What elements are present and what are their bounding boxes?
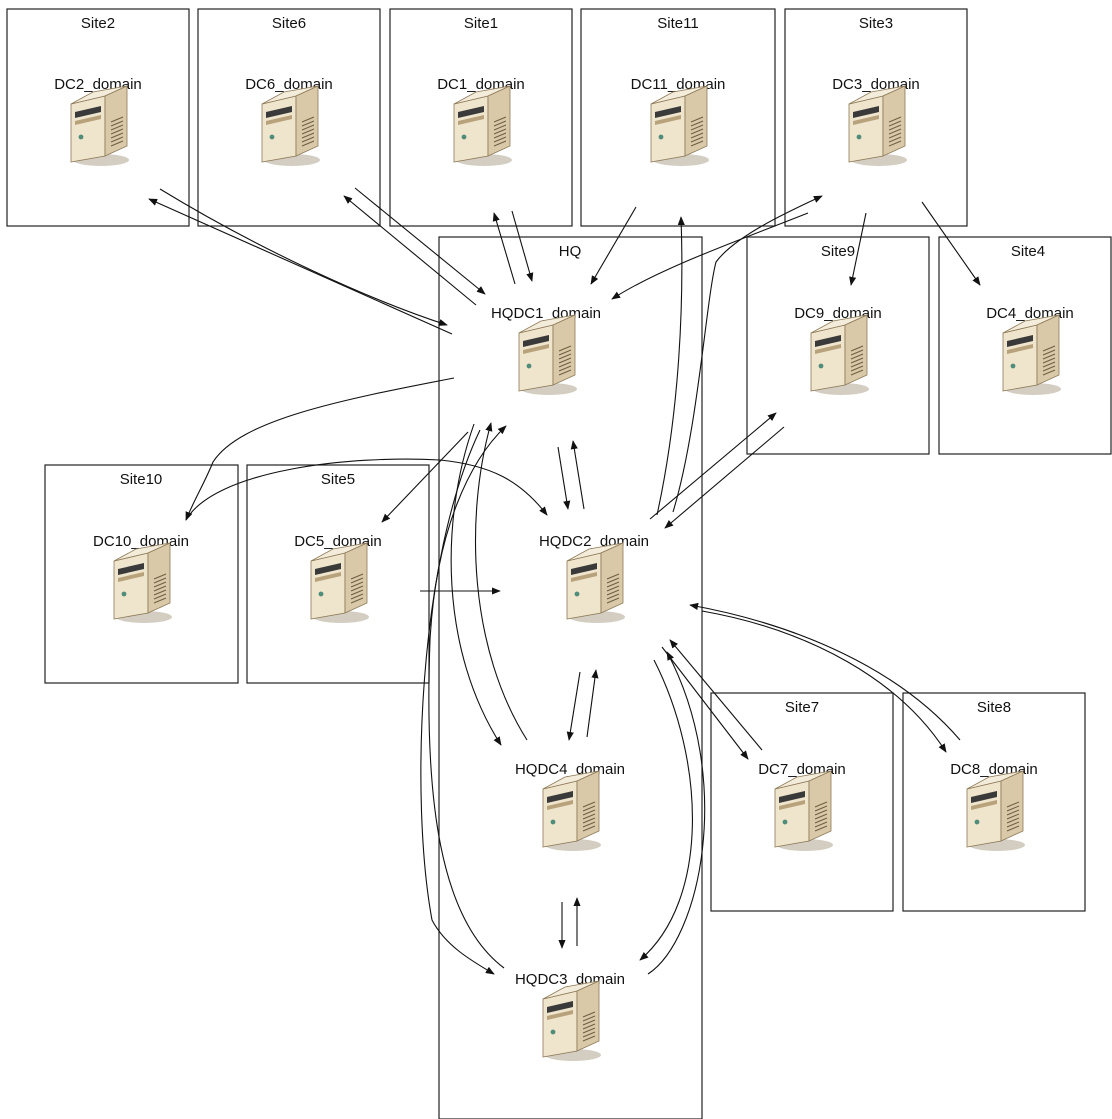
- dc-label-hqdc3: HQDC3_domain: [515, 971, 625, 988]
- connection-dc1-to-hqdc1: [511, 210, 534, 282]
- connection-hqdc3-to-hqdc1: [428, 425, 507, 969]
- connection-dc6-to-hqdc1: [354, 187, 486, 295]
- connection-hqdc2-to-dc8: [701, 610, 947, 753]
- connection-hqdc2-to-dc11: [656, 216, 685, 516]
- dc-label-dc5: DC5_domain: [294, 533, 382, 550]
- connection-hqdc1-to-hqdc2: [557, 446, 571, 510]
- connection-dc10-to-hqdc2: [185, 458, 548, 521]
- site-label-site4: Site4: [1011, 243, 1045, 260]
- dc-label-hqdc1: HQDC1_domain: [491, 305, 601, 322]
- site-label-site5: Site5: [321, 471, 355, 488]
- connection-hqdc2-to-dc9: [649, 412, 777, 520]
- site-label-site2: Site2: [81, 15, 115, 32]
- server-icon-dc10: [113, 542, 172, 623]
- site-label-site8: Site8: [977, 699, 1011, 716]
- connection-hqdc1-to-hqdc3: [420, 429, 495, 975]
- connection-hqdc1-to-hqdc4: [450, 423, 502, 746]
- dc-label-hqdc2: HQDC2_domain: [539, 533, 649, 550]
- connection-dc3-to-dc9: [849, 212, 867, 286]
- server-icon-dc1: [453, 85, 512, 166]
- dc-label-dc11: DC11_domain: [631, 76, 726, 93]
- connection-hqdc3-to-hqdc2: [647, 651, 706, 975]
- dc-label-dc8: DC8_domain: [950, 761, 1038, 778]
- replication-connections: [148, 187, 981, 975]
- dc-label-dc10: DC10_domain: [93, 533, 189, 550]
- server-icons: [70, 85, 1061, 1061]
- connection-hqdc1-to-dc5: [381, 431, 469, 523]
- server-icon-dc9: [810, 314, 869, 395]
- server-icon-dc7: [774, 770, 833, 851]
- server-icon-dc3: [848, 85, 907, 166]
- dc-label-dc6: DC6_domain: [245, 76, 333, 93]
- server-icon-dc6: [261, 85, 320, 166]
- dc-label-dc4: DC4_domain: [986, 305, 1074, 322]
- connection-hqdc2-to-hqdc1: [570, 440, 585, 510]
- server-icon-hqdc2: [566, 542, 625, 623]
- server-icon-dc5: [310, 542, 369, 623]
- dc-label-dc3: DC3_domain: [832, 76, 920, 93]
- connection-hqdc4-to-hqdc2: [586, 669, 599, 738]
- connection-hqdc1-to-dc10: [185, 377, 455, 521]
- dc-label-dc1: DC1_domain: [437, 76, 525, 93]
- connection-dc8-to-hqdc2: [689, 602, 961, 741]
- hq-label: HQ: [559, 243, 582, 260]
- connection-dc3-to-hqdc1: [611, 212, 809, 300]
- server-icon-hqdc4: [542, 770, 601, 851]
- site-label-site10: Site10: [120, 471, 163, 488]
- dc-label-dc9: DC9_domain: [794, 305, 882, 322]
- server-icon-hqdc1: [518, 314, 577, 395]
- connection-dc9-to-hqdc2: [664, 426, 785, 529]
- connection-dc2-to-hqdc1: [159, 188, 448, 326]
- connection-hqdc4-to-hqdc1: [474, 422, 528, 741]
- server-icon-hqdc3: [542, 980, 601, 1061]
- connection-hqdc1-to-dc6: [343, 195, 477, 306]
- server-icon-dc2: [70, 85, 129, 166]
- connection-hqdc2-to-hqdc3: [639, 659, 693, 961]
- dc-label-hqdc4: HQDC4_domain: [515, 761, 625, 778]
- site-label-site3: Site3: [859, 15, 893, 32]
- site-label-site11: Site11: [657, 15, 698, 32]
- connection-dc7-to-hqdc2: [669, 639, 763, 751]
- server-icon-dc4: [1002, 314, 1061, 395]
- site-label-site7: Site7: [785, 699, 819, 716]
- connection-dc3-to-dc4: [921, 201, 981, 286]
- dc-label-dc7: DC7_domain: [758, 761, 846, 778]
- connection-hqdc2-to-hqdc4: [566, 671, 581, 741]
- connection-dc11-to-hqdc1: [590, 206, 637, 285]
- connection-hqdc1-to-dc2: [148, 198, 453, 335]
- site-label-site6: Site6: [272, 15, 306, 32]
- site-label-site1: Site1: [464, 15, 498, 32]
- connection-hqdc2-to-dc3: [672, 195, 823, 513]
- site-label-site9: Site9: [821, 243, 855, 260]
- server-icon-dc11: [650, 85, 709, 166]
- connection-hqdc1-to-dc1: [492, 212, 516, 285]
- dc-label-dc2: DC2_domain: [54, 76, 142, 93]
- server-icon-dc8: [966, 770, 1025, 851]
- connection-hqdc2-to-dc7: [661, 646, 749, 760]
